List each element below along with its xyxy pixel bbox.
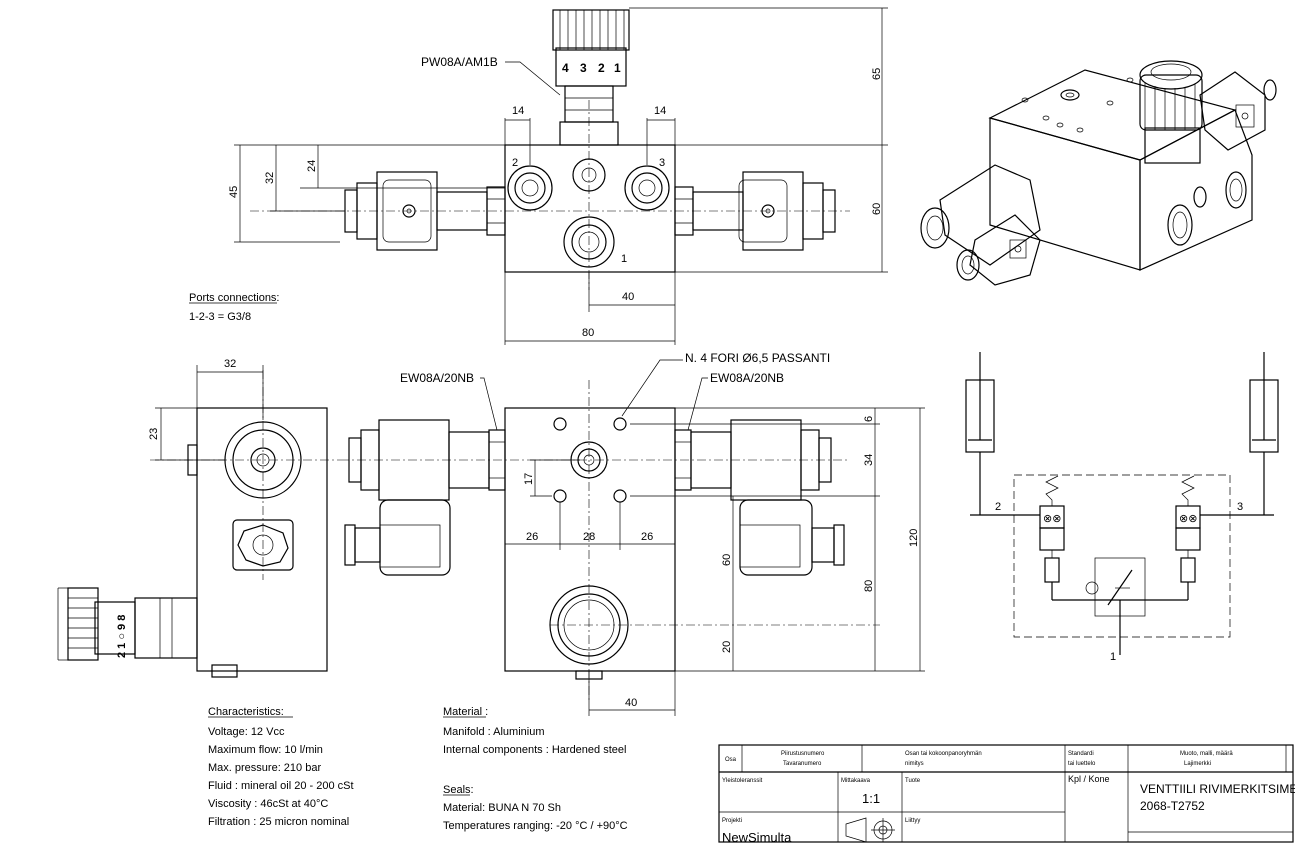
dim-28: 28 bbox=[583, 531, 595, 543]
char-line-filtration: Filtration : 25 micron nominal bbox=[208, 816, 349, 828]
dim-34: 34 bbox=[863, 454, 875, 466]
dim-80: 80 bbox=[582, 327, 594, 339]
top-view-dimensions: 14 14 65 60 45 32 24 bbox=[228, 7, 888, 345]
dim-14-right: 14 bbox=[654, 105, 666, 117]
tb-assembly-1: Osan tai kokoonpanoryhmän bbox=[905, 751, 982, 757]
dim-32-side: 32 bbox=[224, 358, 236, 370]
dim-6: 6 bbox=[863, 416, 875, 422]
dim-24: 24 bbox=[306, 160, 318, 172]
front-view: EW08A/20NB EW08A/20NB N. 4 FORI Ø6,5 PAS… bbox=[340, 351, 925, 716]
side-view: 2 1 ○ 9 8 32 23 bbox=[57, 358, 340, 678]
tb-kpl: Kpl / Kone bbox=[1068, 774, 1110, 784]
dim-20: 20 bbox=[721, 641, 733, 653]
schematic-label-2: 2 bbox=[995, 501, 1001, 513]
schematic-label-3: 3 bbox=[1237, 501, 1243, 513]
char-line-flow: Maximum flow: 10 l/min bbox=[208, 744, 323, 756]
callout-ew08-right: EW08A/20NB bbox=[710, 371, 784, 385]
ports-note: Ports connections: 1-2-3 = G3/8 bbox=[189, 292, 280, 323]
dim-60: 60 bbox=[871, 203, 883, 215]
valve-symbol-right: ⊗⊗ bbox=[1179, 513, 1197, 525]
tb-title: VENTTIILI RIVIMERKITSIMEEN bbox=[1140, 782, 1295, 796]
seals-heading: Seals: bbox=[443, 784, 474, 796]
char-line-pressure: Max. pressure: 210 bar bbox=[208, 762, 321, 774]
char-line-viscosity: Viscosity : 46cSt at 40°C bbox=[208, 798, 328, 810]
tb-product: Tuote bbox=[905, 778, 921, 784]
ports-value: 1-2-3 = G3/8 bbox=[189, 311, 251, 323]
characteristics-note: Characteristics: Voltage: 12 Vcc Maximum… bbox=[208, 706, 354, 828]
tb-attachment: Liittyy bbox=[905, 818, 920, 824]
tb-part-number-1: Piirustusnumero bbox=[781, 751, 825, 757]
top-view: 2 3 1 bbox=[228, 7, 888, 345]
dim-40-top: 40 bbox=[622, 291, 634, 303]
dim-60-b: 60 bbox=[721, 554, 733, 566]
knob-digit-4: 4 bbox=[562, 61, 569, 75]
dim-32: 32 bbox=[264, 172, 276, 184]
tb-assembly-2: nimitys bbox=[905, 761, 924, 767]
projection-symbol-icon bbox=[845, 817, 895, 843]
front-view-dimensions: 6 34 80 120 17 26 28 26 60 20 40 bbox=[504, 407, 925, 716]
knob-digit-1: 1 bbox=[614, 61, 621, 75]
port-2 bbox=[507, 165, 553, 211]
right-solenoid bbox=[674, 171, 836, 251]
port-1 bbox=[563, 216, 615, 268]
tb-part-number-2: Tavaranumero bbox=[783, 761, 822, 767]
title-block: Osa Piirustusnumero Tavaranumero Osan ta… bbox=[718, 744, 1295, 845]
callout-pw08: PW08A/AM1B bbox=[421, 55, 498, 69]
tb-project-value: NewSimulta bbox=[722, 830, 792, 844]
tb-drawing-no: 2068-T2752 bbox=[1140, 799, 1205, 813]
port-label-1: 1 bbox=[621, 253, 627, 265]
schematic-label-1: 1 bbox=[1110, 651, 1116, 663]
tb-material-1: Muoto, malli, määrä bbox=[1180, 751, 1233, 757]
dim-17: 17 bbox=[523, 473, 535, 485]
dim-26-right: 26 bbox=[641, 531, 653, 543]
tb-scale-label: Mittakaava bbox=[841, 778, 871, 784]
port-label-3: 3 bbox=[659, 157, 665, 169]
dim-23: 23 bbox=[148, 428, 160, 440]
tb-tolerances: Yleistoleranssit bbox=[722, 778, 763, 784]
tb-scale-value: 1:1 bbox=[862, 791, 880, 806]
callout-holes: N. 4 FORI Ø6,5 PASSANTI bbox=[685, 351, 830, 365]
isometric-view bbox=[920, 60, 1277, 286]
tb-project-label: Projekti bbox=[722, 818, 742, 824]
seals-line-temperature: Temperatures ranging: -20 °C / +90°C bbox=[443, 820, 628, 832]
char-line-fluid: Fluid : mineral oil 20 - 200 cSt bbox=[208, 780, 354, 792]
dim-40-bottom: 40 bbox=[625, 697, 637, 709]
seals-line-material: Material: BUNA N 70 Sh bbox=[443, 802, 561, 814]
callout-ew08-left: EW08A/20NB bbox=[400, 371, 474, 385]
tb-standard-1: Standardi bbox=[1068, 751, 1094, 757]
material-line-internal: Internal components : Hardened steel bbox=[443, 744, 626, 756]
characteristics-heading: Characteristics: bbox=[208, 706, 284, 718]
char-line-voltage: Voltage: 12 Vcc bbox=[208, 726, 285, 738]
hydraulic-schematic: ⊗⊗ ⊗⊗ 2 3 1 bbox=[965, 352, 1279, 663]
port-3 bbox=[624, 165, 670, 211]
dim-26-left: 26 bbox=[526, 531, 538, 543]
dim-45: 45 bbox=[228, 186, 240, 198]
dim-65: 65 bbox=[871, 68, 883, 80]
dim-120: 120 bbox=[908, 529, 920, 547]
tb-material-2: Lajimerkki bbox=[1184, 761, 1211, 767]
dim-80-b: 80 bbox=[863, 580, 875, 592]
material-heading: Material : bbox=[443, 706, 488, 718]
tb-osa: Osa bbox=[725, 757, 737, 763]
material-note: Material : Manifold : Aluminium Internal… bbox=[443, 706, 628, 832]
knob-grip bbox=[559, 10, 625, 50]
valve-symbol-left: ⊗⊗ bbox=[1043, 513, 1061, 525]
knob-digit-3: 3 bbox=[580, 61, 587, 75]
flow-valve-top: 4 3 2 1 bbox=[552, 9, 630, 146]
tb-standard-2: tai luettelo bbox=[1068, 761, 1096, 767]
dim-14-left: 14 bbox=[512, 105, 524, 117]
port-label-2: 2 bbox=[512, 157, 518, 169]
knob-digit-2: 2 bbox=[598, 61, 605, 75]
material-line-manifold: Manifold : Aluminium bbox=[443, 726, 545, 738]
knob-side-digits: 2 1 ○ 9 8 bbox=[116, 615, 128, 658]
ports-heading: Ports connections: bbox=[189, 292, 280, 304]
